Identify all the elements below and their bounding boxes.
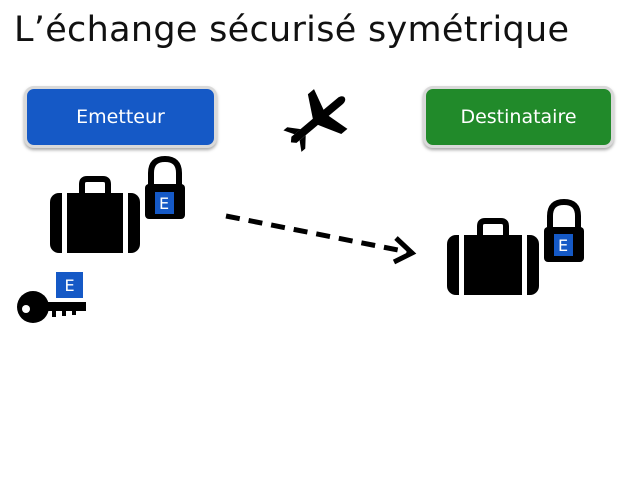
receiver-padlock-key-label: E xyxy=(557,235,569,255)
sender-padlock-icon xyxy=(145,155,185,219)
sender-label: Emetteur xyxy=(76,106,165,128)
key-icon xyxy=(17,272,86,323)
sender-box: Emetteur xyxy=(24,86,217,148)
receiver-suitcase-icon xyxy=(447,218,539,295)
dashed-arrow xyxy=(225,213,417,265)
receiver-padlock-icon xyxy=(544,198,584,262)
sender-padlock-key-label: E xyxy=(158,193,170,213)
receiver-box: Destinataire xyxy=(423,86,614,148)
sender-suitcase-icon xyxy=(50,176,140,253)
airplane-icon xyxy=(283,89,348,152)
receiver-label: Destinataire xyxy=(460,106,577,128)
key-label: E xyxy=(64,275,75,295)
page-title: L’échange sécurisé symétrique xyxy=(14,10,570,50)
